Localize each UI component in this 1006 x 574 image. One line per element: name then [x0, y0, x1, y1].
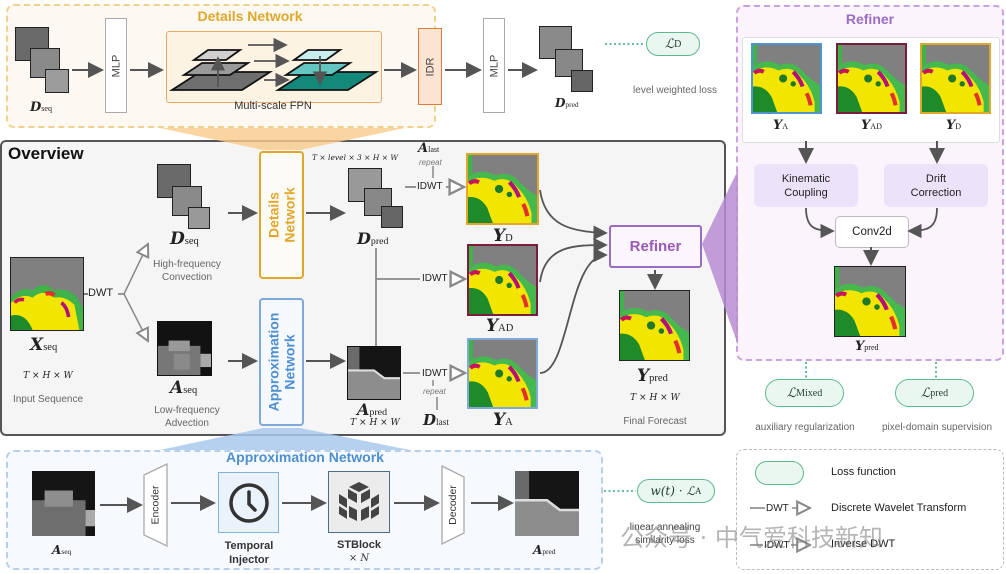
mlp-out-block: MLP: [483, 18, 505, 113]
x-seq-label: Xseq: [30, 335, 58, 355]
temporal-injector-block: [218, 472, 279, 533]
y-d-label: YD: [493, 226, 513, 246]
d-last-repeat-label: repeat: [423, 387, 446, 396]
fpn-caption: Multi-scale FPN: [234, 100, 312, 112]
d-pred-dims: T × level × 3 × H × W: [312, 153, 399, 162]
loss-pred-caption: pixel-domain supervision: [881, 422, 993, 433]
approx-network-title: Approximation Network: [226, 449, 384, 465]
approx-a-seq-image: [32, 471, 95, 536]
decoder-block: Decoder: [441, 464, 465, 546]
approx-a-pred-image: [515, 471, 579, 536]
refiner-y-pred-image: [834, 266, 906, 337]
refiner-y-ad-label: YAD: [861, 118, 882, 133]
y-ad-label: YAD: [486, 316, 514, 336]
legend-idwt-op: IDWT: [764, 540, 790, 551]
ov-refiner-box: Refiner: [609, 225, 702, 268]
y-a-image: [467, 338, 538, 409]
y-pred-dims: T × H × W: [630, 393, 680, 403]
y-ad-image: [467, 244, 538, 316]
refiner-y-d-label: YD: [946, 118, 962, 133]
a-last-label: Alast: [418, 141, 440, 156]
cube-icon: [339, 482, 379, 521]
y-pred-label: Ypred: [637, 366, 668, 386]
refiner-panel-title: Refiner: [845, 11, 895, 27]
y-d-image: [466, 153, 539, 225]
x-seq-caption: Input Sequence: [12, 394, 84, 405]
ov-d-pred-tile-3: [381, 206, 403, 228]
approx-a-seq-label: Aseq: [52, 543, 72, 557]
radar-map-icon: [11, 258, 83, 330]
ov-d-pred-label: Dpred: [357, 229, 389, 248]
ov-a-pred-image: [347, 346, 401, 400]
ov-a-seq-label: Aseq: [170, 378, 198, 398]
idwt-label-bottom: IDWT: [422, 368, 448, 379]
legend-dwt-op: DWT: [766, 503, 789, 514]
refiner-y-a-label: YA: [773, 118, 789, 133]
approx-network-panel: [6, 450, 603, 570]
d-pred-tile-3: [571, 70, 593, 92]
details-input-label: Dseq: [30, 100, 53, 115]
d-seq-tile-3: [45, 69, 69, 93]
x-seq-dims: T × H × W: [23, 371, 73, 381]
conv2d-box: Conv2d: [835, 216, 909, 248]
refiner-y-pred-label: Ypred: [855, 339, 879, 354]
legend-dwt-text: Discrete Wavelet Transform: [831, 502, 967, 514]
a-last-repeat-label: repeat: [419, 158, 442, 167]
idr-block: IDR: [418, 28, 442, 105]
loss-mixed-caption: auxiliary regularization: [755, 422, 855, 433]
y-a-label: YA: [493, 410, 513, 430]
idwt-label-top: IDWT: [417, 181, 443, 192]
fpn-block: [166, 31, 382, 103]
y-pred-caption: Final Forecast: [623, 416, 687, 427]
encoder-block: Encoder: [143, 462, 168, 548]
refiner-y-ad-image: [836, 43, 907, 114]
legend-loss-text: Loss function: [831, 466, 896, 478]
ov-d-seq-label: Dseq: [170, 229, 199, 249]
details-output-label: Dpred: [555, 96, 579, 110]
idwt-label-mid: IDWT: [422, 273, 448, 284]
a-pred-dims: T × H × W: [350, 418, 400, 428]
loss-d-caption: level weighted loss: [633, 85, 717, 96]
refiner-y-d-image: [920, 43, 991, 114]
approx-a-pred-label: Apred: [533, 543, 556, 557]
stblock-block: [328, 471, 390, 533]
mlp-in-block: MLP: [105, 18, 127, 113]
ov-d-seq-tile-3: [188, 207, 210, 229]
ov-a-seq-image: [157, 321, 212, 376]
overview-title: Overview: [8, 144, 84, 163]
d-last-label: Dlast: [423, 411, 449, 429]
ov-a-pred-label: Apred: [357, 400, 388, 419]
legend-loss-swatch: [755, 461, 804, 485]
dwt-operator-label: DWT: [88, 287, 114, 299]
stblock-label: STBlock × N: [336, 539, 381, 564]
watermark-text: 公众号 · 中气爱科技新知: [620, 524, 883, 552]
y-pred-image: [619, 290, 690, 361]
details-network-title: Details Network: [197, 8, 303, 24]
clock-icon: [228, 482, 269, 523]
legend-idwt-text: Inverse DWT: [831, 538, 896, 550]
refiner-y-a-image: [751, 43, 822, 114]
x-seq-image: [10, 257, 84, 331]
